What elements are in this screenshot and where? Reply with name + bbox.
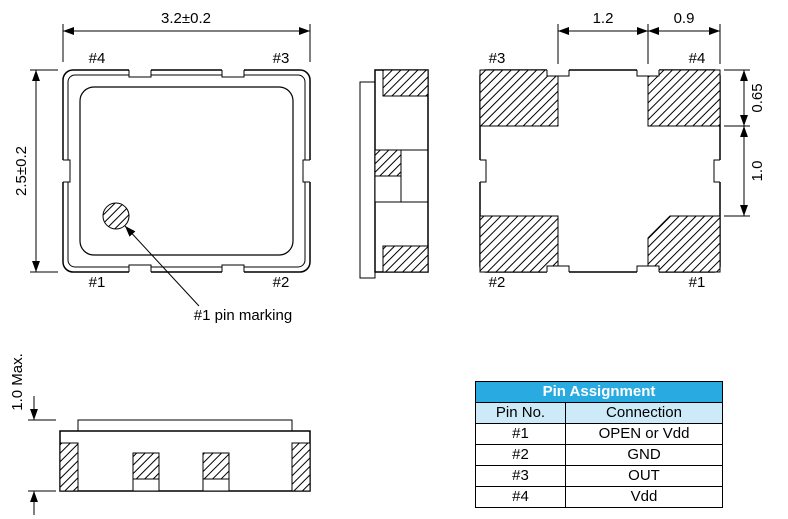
pin1-marking-label: #1 pin marking bbox=[194, 307, 292, 324]
side-view bbox=[359, 69, 429, 279]
top-view: 3.2±0.2 2.5±0.2 bbox=[13, 10, 313, 324]
package-outer-outline bbox=[62, 69, 311, 273]
front-castellation-recess bbox=[202, 478, 230, 492]
pin-table-header-row: Pin No. Connection bbox=[476, 403, 722, 424]
pad-1 bbox=[647, 215, 721, 273]
dim-front-height: 1.0 Max. bbox=[9, 353, 56, 515]
castellation-notch bbox=[221, 67, 245, 78]
pin-table-row: #1 OPEN or Vdd bbox=[476, 424, 722, 445]
pin-label-top-1: #1 bbox=[89, 274, 106, 291]
castellation-notch bbox=[302, 159, 313, 183]
side-castellation-terminal bbox=[374, 149, 402, 177]
pad-4 bbox=[647, 69, 721, 127]
dim-label-pad-pitch: 1.0 bbox=[749, 161, 766, 182]
pin-label-bottom-3: #3 bbox=[489, 50, 506, 67]
front-castellation-recess bbox=[132, 478, 160, 492]
front-lid bbox=[77, 419, 293, 432]
castellation-notch bbox=[128, 67, 152, 78]
side-terminal-top bbox=[382, 69, 429, 97]
pin-label-top-3: #3 bbox=[273, 50, 290, 67]
pin-table-title: Pin Assignment bbox=[476, 382, 722, 403]
castellation-notch bbox=[477, 159, 487, 183]
front-castellation-left bbox=[132, 452, 160, 480]
castellation-notch bbox=[636, 67, 660, 77]
package-lid bbox=[79, 86, 294, 256]
dim-bottom-pads-horizontal: 1.2 0.9 bbox=[557, 10, 721, 64]
leader-line bbox=[124, 225, 200, 307]
side-terminal-bottom bbox=[382, 245, 429, 273]
side-lid-edge bbox=[359, 81, 376, 279]
connection-cell: OPEN or Vdd bbox=[598, 425, 690, 442]
front-terminal-right bbox=[291, 442, 311, 492]
pin-no-cell: #2 bbox=[476, 445, 566, 465]
castellation-notch bbox=[221, 263, 245, 273]
castellation-notch bbox=[128, 263, 152, 273]
front-terminal-left bbox=[59, 442, 79, 492]
castellation-notch bbox=[546, 67, 570, 77]
pin-no-column-header: Pin No. bbox=[476, 403, 566, 423]
front-castellation-right bbox=[202, 452, 230, 480]
pad-2 bbox=[479, 215, 559, 273]
connection-cell: GND bbox=[627, 446, 661, 463]
castellation-notch bbox=[546, 265, 570, 276]
pin1-marking-dot bbox=[102, 202, 130, 230]
pin-no-cell: #4 bbox=[476, 487, 566, 507]
dim-top-width: 3.2±0.2 bbox=[62, 10, 311, 62]
pin-label-top-2: #2 bbox=[273, 274, 290, 291]
pin1-marking-callout: #1 pin marking bbox=[124, 225, 292, 324]
castellation-notch bbox=[61, 159, 72, 183]
connection-cell: Vdd bbox=[630, 488, 658, 505]
pin-label-top-4: #4 bbox=[89, 50, 106, 67]
pin-table-row: #2 GND bbox=[476, 445, 722, 466]
castellation-notch bbox=[713, 159, 723, 183]
bottom-view: 1.2 0.9 bbox=[477, 10, 766, 291]
dim-label-pad-width: 0.9 bbox=[674, 10, 695, 27]
dim-label-pad-height: 0.65 bbox=[749, 83, 766, 112]
pin-no-cell: #3 bbox=[476, 466, 566, 486]
dim-label-pad-inner: 1.2 bbox=[593, 10, 614, 27]
pin-label-bottom-2: #2 bbox=[489, 274, 506, 291]
dim-bottom-pads-vertical: 0.65 1.0 bbox=[724, 69, 766, 217]
dim-label-top-width: 3.2±0.2 bbox=[161, 10, 211, 27]
pin-table-row: #3 OUT bbox=[476, 466, 722, 487]
pin-label-bottom-4: #4 bbox=[689, 50, 706, 67]
pin-label-bottom-1: #1 bbox=[689, 274, 706, 291]
connection-cell: OUT bbox=[628, 467, 660, 484]
pin-no-cell: #1 bbox=[476, 424, 566, 444]
pad-3 bbox=[479, 69, 559, 127]
side-castellation-recess bbox=[374, 175, 402, 203]
front-body bbox=[59, 430, 311, 492]
dim-top-height: 2.5±0.2 bbox=[13, 69, 58, 273]
dim-label-front-height: 1.0 Max. bbox=[9, 353, 26, 411]
castellation-notch bbox=[636, 265, 660, 276]
pin-assignment-table: Pin Assignment Pin No. Connection #1 OPE… bbox=[475, 381, 723, 508]
connection-column-header: Connection bbox=[566, 403, 722, 423]
pin-table-row: #4 Vdd bbox=[476, 487, 722, 507]
dim-label-top-height: 2.5±0.2 bbox=[13, 146, 30, 196]
front-view: 1.0 Max. bbox=[9, 353, 311, 515]
